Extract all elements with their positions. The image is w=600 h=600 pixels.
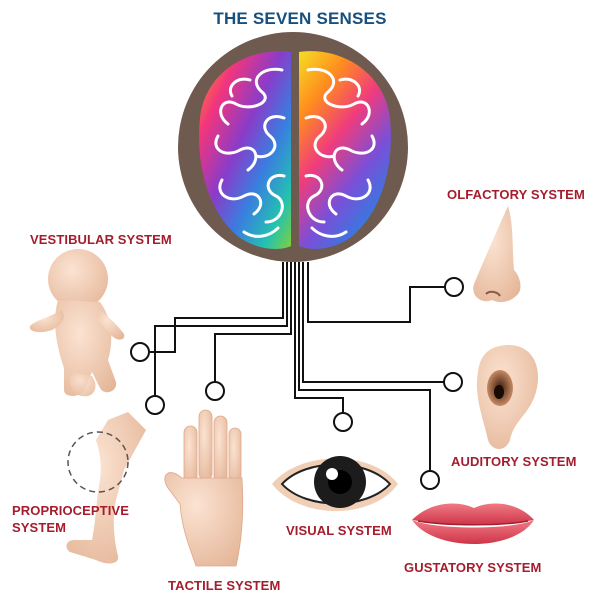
node-proprioceptive bbox=[145, 395, 165, 415]
leg-icon bbox=[66, 412, 146, 564]
node-tactile bbox=[205, 381, 225, 401]
connector-lines bbox=[150, 262, 446, 472]
node-visual bbox=[333, 412, 353, 432]
label-olfactory-system: OLFACTORY SYSTEM bbox=[447, 187, 585, 202]
label-proprioceptive-line1: PROPRIOCEPTIVE bbox=[12, 503, 129, 518]
node-gustatory bbox=[420, 470, 440, 490]
diagram-title: THE SEVEN SENSES bbox=[213, 9, 387, 28]
hand-icon bbox=[164, 409, 244, 567]
label-tactile-system: TACTILE SYSTEM bbox=[168, 578, 281, 593]
lips-icon bbox=[412, 503, 534, 544]
node-auditory bbox=[443, 372, 463, 392]
node-vestibular bbox=[130, 342, 150, 362]
child-figure-icon bbox=[29, 249, 125, 397]
brain-icon bbox=[178, 32, 408, 262]
label-proprioceptive-line2: SYSTEM bbox=[12, 520, 67, 535]
nose-icon bbox=[473, 206, 521, 303]
connector-nodes bbox=[130, 277, 464, 490]
label-gustatory-system: GUSTATORY SYSTEM bbox=[404, 560, 542, 575]
node-olfactory bbox=[444, 277, 464, 297]
label-vestibular-system: VESTIBULAR SYSTEM bbox=[30, 232, 172, 247]
label-auditory-system: AUDITORY SYSTEM bbox=[451, 454, 577, 469]
eye-icon bbox=[272, 456, 398, 511]
label-visual-system: VISUAL SYSTEM bbox=[286, 523, 392, 538]
ear-icon bbox=[476, 345, 539, 449]
